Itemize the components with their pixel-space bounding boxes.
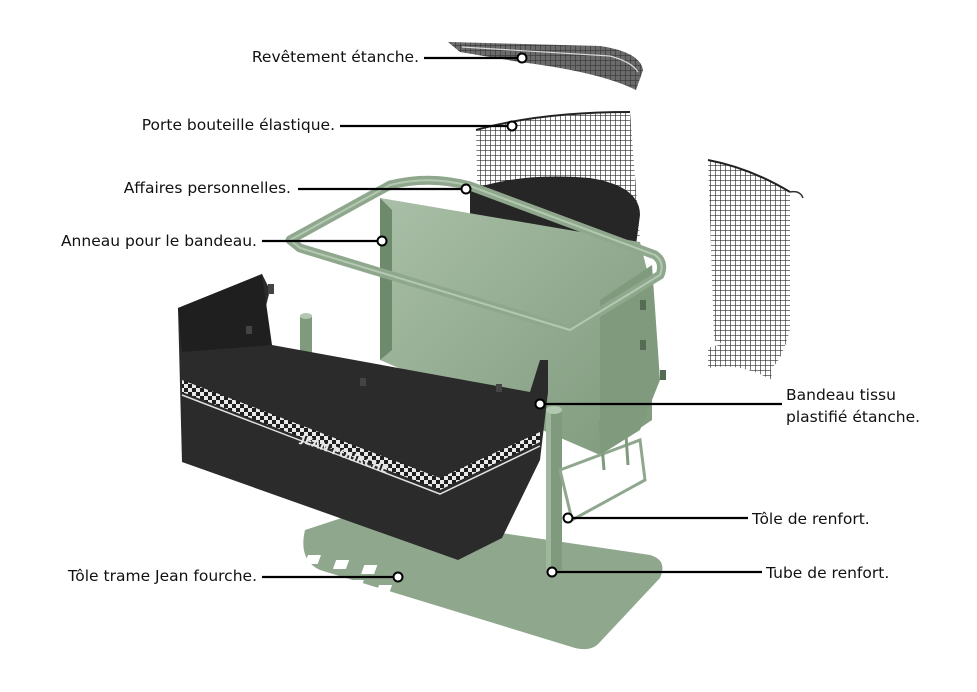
base-plate-hole bbox=[248, 545, 265, 554]
leader-dot-tube-renfort bbox=[546, 566, 558, 578]
base-plate-hole bbox=[334, 595, 351, 604]
base-plate-hole bbox=[264, 600, 281, 609]
base-plate-hole bbox=[221, 575, 238, 584]
base-plate-hole bbox=[193, 570, 210, 579]
grid-base-plate bbox=[135, 512, 663, 650]
leader-dot-tole-renfort bbox=[562, 512, 574, 524]
base-plate-hole bbox=[347, 580, 364, 589]
base-plate-hole bbox=[375, 585, 393, 594]
base-plate-hole bbox=[391, 640, 409, 649]
base-plate-hole bbox=[320, 610, 337, 619]
label-anneau: Anneau pour le bandeau. bbox=[60, 232, 257, 250]
base-plate-hole bbox=[348, 615, 366, 624]
base-plate-hole bbox=[207, 590, 225, 599]
leader-dot-revetement bbox=[516, 52, 528, 64]
label-tole-renfort: Tôle de renfort. bbox=[752, 510, 870, 528]
base-plate-hole bbox=[250, 615, 268, 624]
base-plate-hole bbox=[194, 605, 211, 614]
base-plate-hole bbox=[222, 610, 239, 619]
base-plate-hole bbox=[263, 565, 280, 574]
base-plate-hole bbox=[363, 635, 380, 644]
base-plate-hole bbox=[236, 595, 253, 604]
green-frame bbox=[285, 175, 667, 455]
base-plate-hole bbox=[178, 550, 195, 559]
base-plate-hole bbox=[335, 630, 352, 639]
label-bandeau-line1: Bandeau tissu bbox=[786, 386, 896, 404]
base-plate-hole bbox=[377, 620, 394, 629]
side-mesh-pocket bbox=[707, 159, 804, 380]
base-plate-hole bbox=[163, 530, 181, 539]
base-plate-hole bbox=[405, 625, 422, 634]
base-plate-hole bbox=[279, 620, 296, 629]
base-plate-hole bbox=[277, 585, 295, 594]
base-plate-hole bbox=[390, 605, 407, 614]
leader-dot-bandeau bbox=[534, 398, 546, 410]
label-affaires: Affaires personnelles. bbox=[123, 179, 291, 197]
base-plate-hole bbox=[304, 555, 321, 564]
waterproof-lid bbox=[448, 42, 643, 90]
base-plate-hole bbox=[234, 560, 252, 569]
base-plate-hole bbox=[179, 585, 197, 594]
base-plate-hole bbox=[292, 605, 309, 614]
leader-dot-affaires bbox=[460, 183, 472, 195]
label-tole-trame: Tôle trame Jean fourche. bbox=[67, 567, 257, 585]
leader-dot-tole-trame bbox=[392, 571, 404, 583]
reinforcement-sheet bbox=[558, 419, 647, 523]
label-porte-bouteille: Porte bouteille élastique. bbox=[141, 116, 335, 134]
label-tube-renfort: Tube de renfort. bbox=[766, 564, 890, 582]
label-bandeau-line2: plastifié étanche. bbox=[786, 408, 921, 426]
base-plate-hole bbox=[165, 565, 182, 574]
base-plate-hole bbox=[332, 560, 350, 569]
base-plate-hole bbox=[362, 600, 379, 609]
base-plate-hole bbox=[150, 545, 167, 554]
base-plate-hole bbox=[276, 550, 293, 559]
leader-dot-anneau bbox=[376, 235, 388, 247]
base-plate-hole bbox=[192, 535, 209, 544]
leader-lines bbox=[262, 52, 782, 583]
base-plate-hole bbox=[361, 565, 378, 574]
base-plate-hole bbox=[249, 580, 266, 589]
base-plate-hole bbox=[220, 540, 237, 549]
fabric-band: JEAN FOURCHE bbox=[178, 274, 548, 560]
base-plate-hole bbox=[135, 525, 152, 534]
label-revetement: Revêtement étanche. bbox=[251, 48, 419, 66]
base-plate-hole bbox=[206, 555, 223, 564]
reinforcement-tube-front bbox=[546, 406, 562, 570]
leader-dot-porte-bouteille bbox=[506, 120, 518, 132]
base-plate-hole bbox=[307, 625, 324, 634]
base-plate-hole bbox=[305, 590, 323, 599]
